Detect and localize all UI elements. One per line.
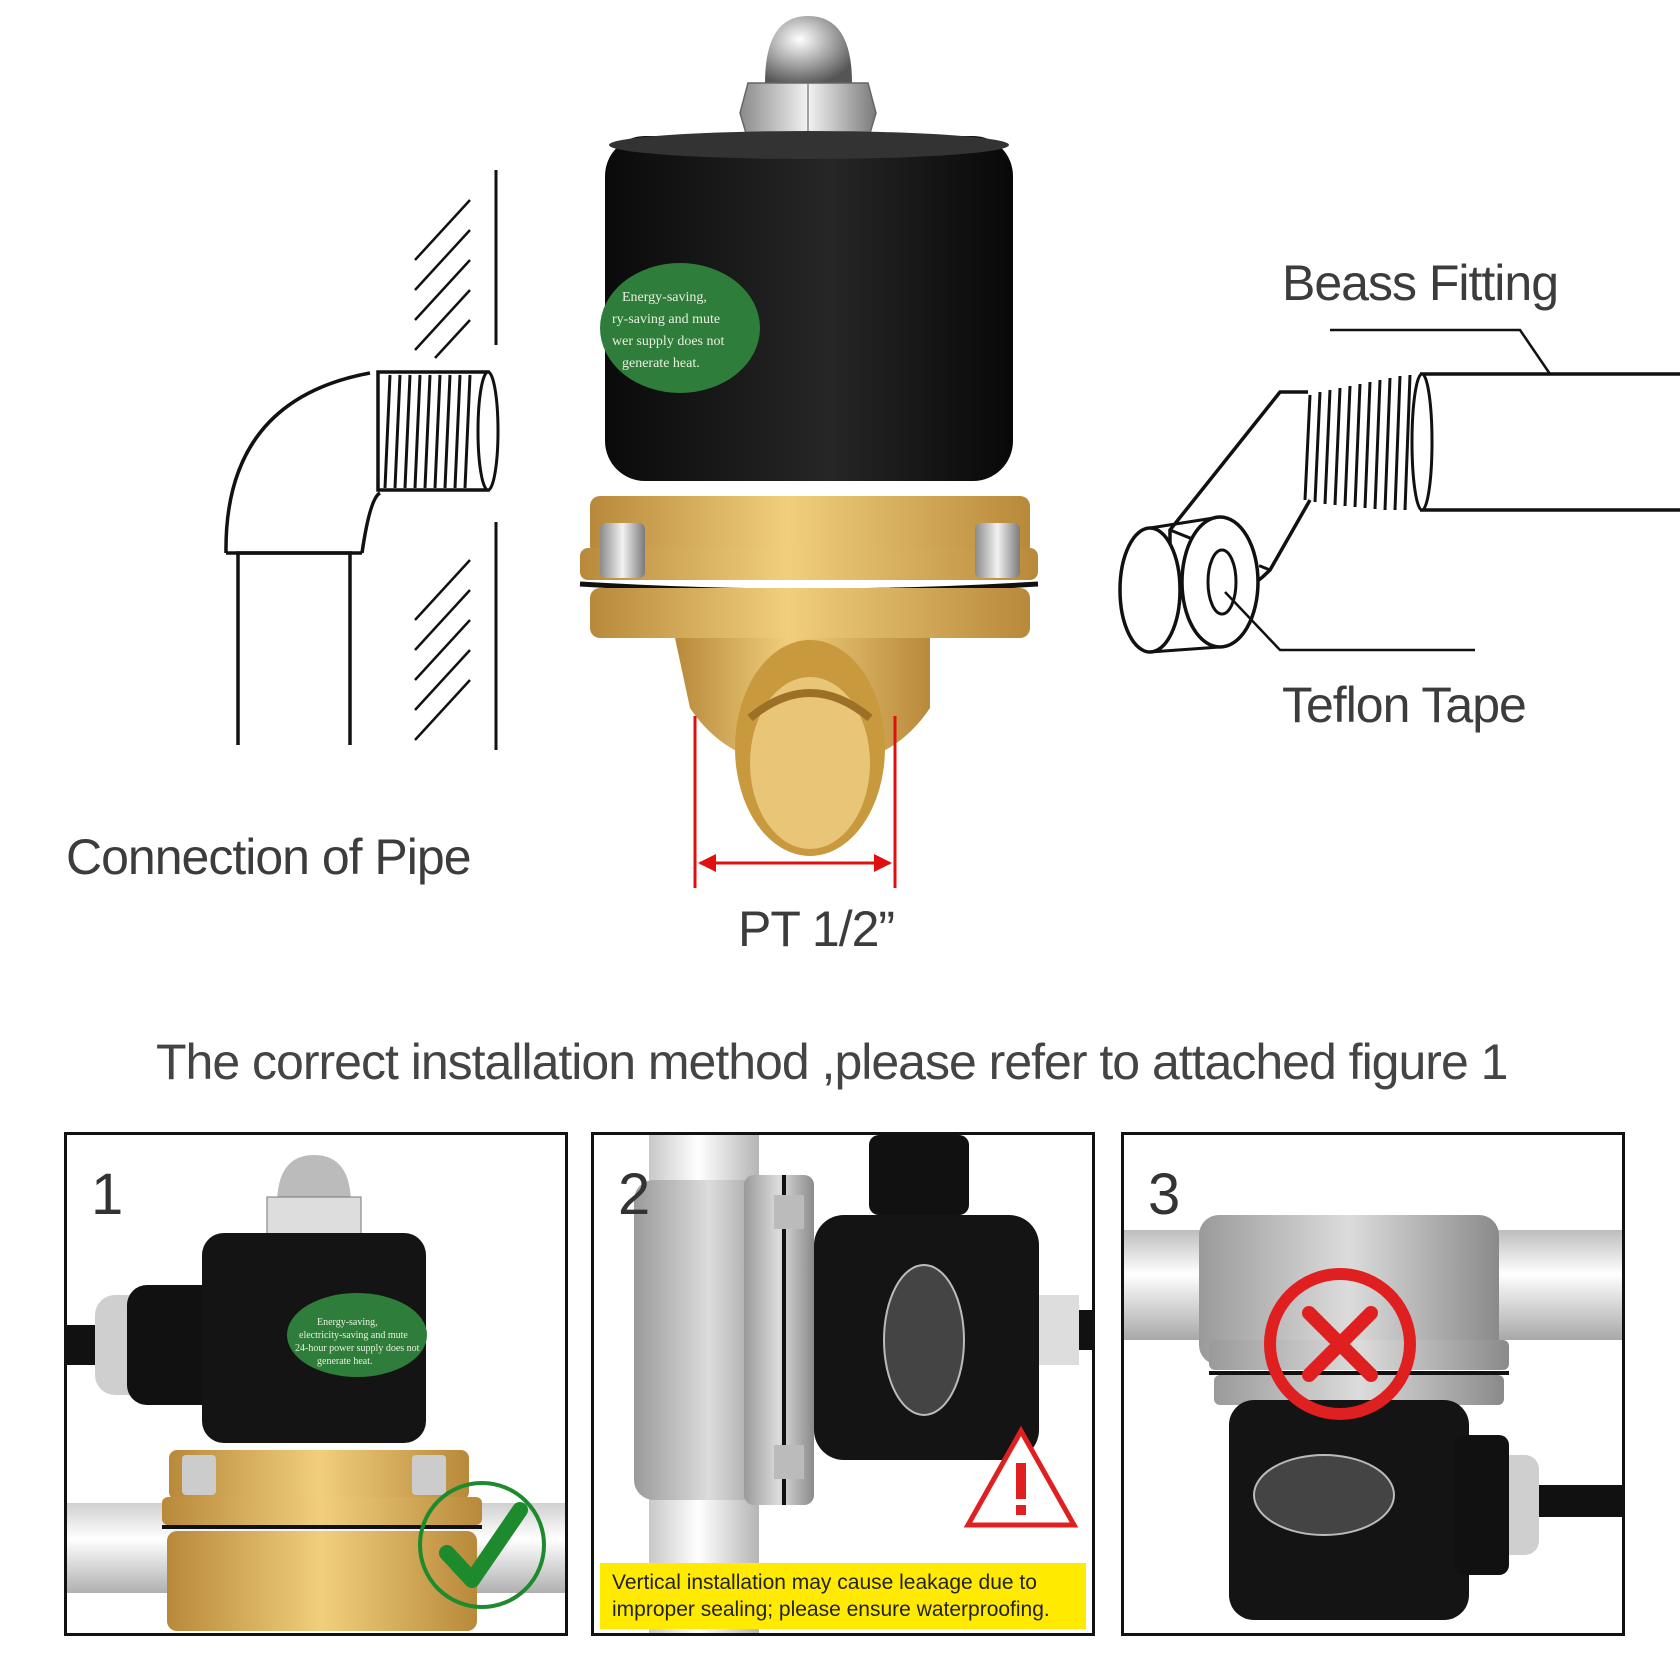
panel-vertical-installation: 2 Vertical installation may cause leakag… xyxy=(591,1132,1095,1636)
vertical-installation-note: Vertical installation may cause leakage … xyxy=(600,1563,1086,1629)
pt-size-label: PT 1/2” xyxy=(738,901,895,957)
panel-correct-installation: 1 Energy-saving, electricity-saving and … xyxy=(64,1132,568,1636)
panel-number: 2 xyxy=(618,1162,651,1227)
beass-fitting-label: Beass Fitting xyxy=(1282,255,1559,311)
svg-text:generate heat.: generate heat. xyxy=(622,356,700,371)
brass-fitting-drawing xyxy=(1118,328,1680,654)
svg-text:electricity-saving and mute: electricity-saving and mute xyxy=(299,1330,408,1341)
warning-triangle-icon xyxy=(964,1425,1079,1528)
panel-number: 1 xyxy=(91,1162,124,1227)
panel-upside-down-installation: 3 xyxy=(1121,1132,1625,1636)
cross-icon xyxy=(1264,1268,1416,1420)
pipe-elbow-drawing xyxy=(224,170,500,750)
svg-text:wer supply does not: wer supply does not xyxy=(612,334,724,349)
valve-vertical-image xyxy=(634,1135,1092,1633)
panel-number: 3 xyxy=(1148,1162,1181,1227)
valve-horizontal-image: Energy-saving, electricity-saving and mu… xyxy=(67,1155,565,1631)
installation-heading: The correct installation method ,please … xyxy=(156,1034,1508,1090)
svg-text:Energy-saving,: Energy-saving, xyxy=(317,1317,378,1328)
connection-of-pipe-label: Connection of Pipe xyxy=(66,829,472,885)
check-icon xyxy=(418,1481,546,1609)
svg-text:ry-saving and mute: ry-saving and mute xyxy=(612,312,720,327)
svg-text:Energy-saving,: Energy-saving, xyxy=(622,290,707,305)
solenoid-valve-image: Energy-saving, ry-saving and mute wer su… xyxy=(579,16,1039,888)
svg-text:24-hour power supply does not: 24-hour power supply does not xyxy=(295,1343,420,1354)
valve-inverted-image xyxy=(1124,1215,1622,1620)
teflon-tape-label: Teflon Tape xyxy=(1282,677,1527,733)
svg-text:generate heat.: generate heat. xyxy=(317,1356,373,1367)
note-line-2: improper sealing; please ensure waterpro… xyxy=(612,1598,1050,1621)
note-line-1: Vertical installation may cause leakage … xyxy=(612,1571,1037,1594)
